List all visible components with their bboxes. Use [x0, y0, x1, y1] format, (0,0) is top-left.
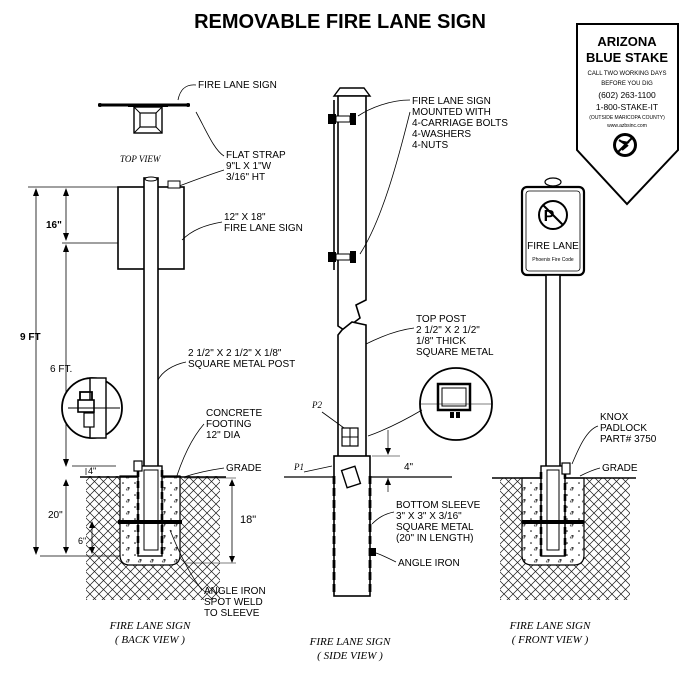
flat-strap-line-3: 3/16" HT [226, 172, 265, 183]
angle-iron-line-3: TO SLEEVE [204, 608, 260, 619]
panel-line-2: FIRE LANE SIGN [224, 223, 303, 234]
carriage-bolt-upper [328, 113, 356, 125]
no-parking-icon: P [538, 200, 568, 230]
top-post-line-3: 1/8" THICK [416, 336, 466, 347]
mount-line-2: MOUNTED WITH [412, 107, 491, 118]
sleeve-line-1: BOTTOM SLEEVE [396, 500, 481, 511]
front-caption-line-2: ( FRONT VIEW ) [512, 634, 589, 646]
front-caption-line-1: FIRE LANE SIGN [509, 620, 591, 632]
top-view-label: TOP VIEW [120, 154, 162, 164]
back-caption-line-1: FIRE LANE SIGN [109, 620, 191, 632]
angle-iron-line-2: SPOT WELD [204, 597, 263, 608]
mount-line-5: 4-NUTS [412, 140, 448, 151]
dim-6-ft: 6 FT. [50, 364, 72, 375]
back-dim-6-in: 6" [78, 536, 86, 546]
sleeve-line-4: (20" IN LENGTH) [396, 533, 473, 544]
badge-web: www.azbsinc.com [607, 123, 647, 129]
front-view: P FIRE LANE Phoenix Fire Code KNOX PADLO… [492, 177, 657, 646]
top-view-detail [98, 103, 190, 134]
side-view: FIRE LANE SIGN MOUNTED WITH 4-CARRIAGE B… [284, 87, 508, 662]
side-angle-iron: ANGLE IRON [398, 558, 460, 569]
badge-line-7: (OUTSIDE MARICOPA COUNTY) [589, 115, 665, 121]
badge-phone-1: (602) 263-1100 [598, 90, 656, 100]
front-grade-label: GRADE [602, 463, 638, 474]
back-sign-label: FIRE LANE SIGN [198, 80, 277, 91]
flat-strap-line-1: FLAT STRAP [226, 150, 286, 161]
label-p2: P2 [311, 400, 322, 410]
arizona-blue-stake-badge: ARIZONA BLUE STAKE CALL TWO WORKING DAYS… [576, 23, 679, 206]
angle-iron-line-1: ANGLE IRON [204, 586, 266, 597]
badge-line-4: BEFORE YOU DIG [601, 81, 653, 87]
badge-phone-2: 1-800-STAKE-IT [596, 102, 658, 112]
panel-line-1: 12" X 18" [224, 212, 266, 223]
back-grade-label: GRADE [226, 463, 262, 474]
badge-line-2: BLUE STAKE [586, 50, 668, 65]
post-line-1: 2 1/2" X 2 1/2" X 1/8" [188, 348, 282, 359]
side-dim-4-in: 4" [404, 462, 414, 473]
back-dim-18-in: 18" [240, 514, 256, 526]
badge-line-1: ARIZONA [597, 34, 657, 49]
svg-text:P: P [544, 208, 555, 225]
top-post-line-2: 2 1/2" X 2 1/2" [416, 325, 480, 336]
page-title: REMOVABLE FIRE LANE SIGN [194, 11, 486, 33]
carriage-bolt-lower [328, 251, 356, 263]
back-caption-line-2: ( BACK VIEW ) [115, 634, 185, 646]
back-dim-20-in: 20" [48, 510, 63, 521]
post-line-2: SQUARE METAL POST [188, 359, 295, 370]
mount-line-4: 4-WASHERS [412, 129, 471, 140]
flat-strap-line-2: 9"L X 1"W [226, 161, 272, 172]
footing-line-2: FOOTING [206, 419, 252, 430]
knox-line-2: PADLOCK [600, 423, 647, 434]
dim-9-ft: 9 FT [20, 332, 41, 343]
badge-line-3: CALL TWO WORKING DAYS [588, 71, 667, 77]
top-post-line-1: TOP POST [416, 314, 466, 325]
back-view: FIRE LANE SIGN TOP VIEW FLAT STRAP 9"L X… [20, 80, 303, 646]
footing-line-3: 12" DIA [206, 430, 240, 441]
side-caption-line-2: ( SIDE VIEW ) [317, 650, 383, 662]
back-dim-4-in: 4" [88, 466, 96, 476]
knox-line-1: KNOX [600, 412, 629, 423]
sign-fire-lane: FIRE LANE [527, 241, 579, 252]
dig-safe-icon [613, 133, 637, 157]
sleeve-line-2: 3" X 3" X 3/16" [396, 511, 462, 522]
top-post-line-4: SQUARE METAL [416, 347, 494, 358]
sleeve-line-3: SQUARE METAL [396, 522, 474, 533]
footing-line-1: CONCRETE [206, 408, 262, 419]
knox-line-3: PART# 3750 [600, 434, 657, 445]
label-p1: P1 [293, 462, 304, 472]
sign-small-print: Phoenix Fire Code [532, 257, 574, 263]
side-caption-line-1: FIRE LANE SIGN [309, 636, 391, 648]
mount-line-1: FIRE LANE SIGN [412, 96, 491, 107]
mount-line-3: 4-CARRIAGE BOLTS [412, 118, 508, 129]
dim-16-in: 16" [46, 220, 62, 231]
